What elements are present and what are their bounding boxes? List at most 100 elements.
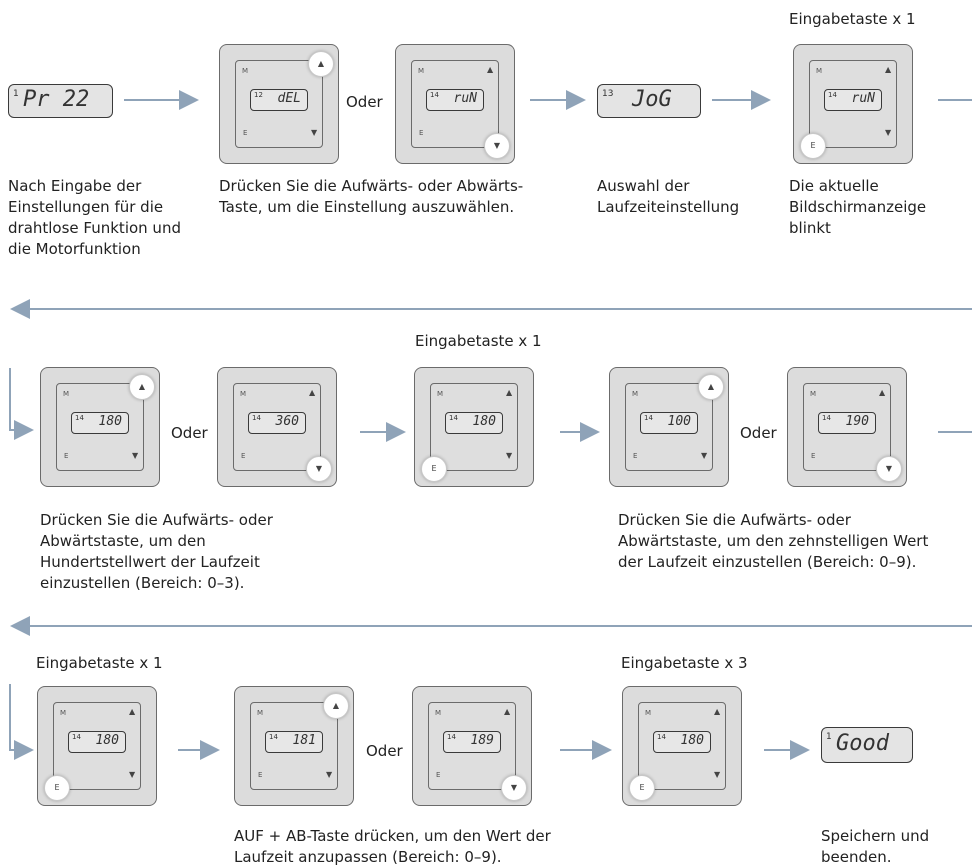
device-panel-run-b: M ▲ ▼ 14 ruN E: [793, 44, 913, 164]
oder-label: Oder: [171, 424, 208, 442]
device-screen: 14 ruN: [824, 89, 882, 111]
enter-key-label: E: [436, 771, 441, 779]
up-arrow-icon: ▲: [506, 388, 513, 397]
oder-label: Oder: [346, 93, 383, 111]
screen-value: 181: [292, 733, 316, 748]
device-panel-360-down: M E ▲ 14 360 ▼: [217, 367, 337, 487]
device-panel-180-enter-x3: M ▲ ▼ 14 180 E: [622, 686, 742, 806]
device-screen: 14 180: [71, 412, 129, 434]
screen-sup: 14: [644, 414, 653, 422]
mode-key-label: M: [810, 390, 817, 398]
caption-adjust: AUF + AB-Taste drücken, um den Wert der …: [234, 827, 551, 866]
enter-key-label: E: [241, 452, 246, 460]
down-arrow-icon: ▼: [510, 783, 518, 792]
caption-step3: Auswahl der Laufzeiteinstellung: [597, 177, 740, 216]
device-panel-189-down: M E ▲ 14 189 ▼: [412, 686, 532, 806]
enter-key-icon: E: [54, 783, 60, 792]
down-button-highlight[interactable]: ▼: [306, 456, 332, 482]
caption-tens: Drücken Sie die Aufwärts- oder Abwärtsta…: [618, 511, 929, 571]
down-arrow-icon: ▼: [506, 451, 513, 460]
display-value: JoG: [632, 87, 672, 112]
mode-key-label: M: [418, 67, 425, 75]
device-screen: 12 dEL: [250, 89, 308, 111]
caption-step4: Die aktuelle Bildschirmanzeige blinkt: [789, 177, 927, 237]
down-button-highlight[interactable]: ▼: [501, 775, 527, 801]
device-screen: 14 360: [248, 412, 306, 434]
screen-sup: 14: [430, 91, 439, 99]
down-button-highlight[interactable]: ▼: [484, 133, 510, 159]
mode-key-label: M: [435, 709, 442, 717]
display-sup: 13: [602, 89, 614, 99]
enter-key-label: E: [811, 452, 816, 460]
device-panel-180-enter: M ▲ ▼ 14 180 E: [37, 686, 157, 806]
up-arrow-icon: ▲: [129, 707, 136, 716]
screen-sup: 14: [72, 733, 81, 741]
display-good: 1 Good: [821, 727, 913, 763]
down-arrow-icon: ▼: [129, 770, 136, 779]
screen-value: 190: [845, 414, 869, 429]
up-arrow-icon: ▲: [317, 59, 325, 68]
screen-value: 360: [275, 414, 299, 429]
caption-hundreds: Drücken Sie die Aufwärts- oder Abwärtsta…: [40, 511, 273, 592]
device-screen: 14 190: [818, 412, 876, 434]
mode-key-label: M: [63, 390, 70, 398]
enter-key-x3-label: Eingabetaste x 3: [621, 654, 748, 672]
enter-key-x1-label: Eingabetaste x 1: [36, 654, 163, 672]
enter-key-label: E: [258, 771, 263, 779]
device-panel-180-up: M E ▼ 14 180 ▲: [40, 367, 160, 487]
enter-key-icon: E: [810, 141, 816, 150]
device-screen: 14 100: [640, 412, 698, 434]
mode-key-label: M: [257, 709, 264, 717]
down-arrow-icon: ▼: [885, 464, 893, 473]
enter-key-label: E: [64, 452, 69, 460]
device-panel-180-enter: M ▲ ▼ 14 180 E: [414, 367, 534, 487]
mode-key-label: M: [816, 67, 823, 75]
up-button-highlight[interactable]: ▲: [323, 693, 349, 719]
screen-value: dEL: [277, 91, 301, 106]
device-screen: 14 180: [653, 731, 711, 753]
device-panel-181-up: M E ▼ 14 181 ▲: [234, 686, 354, 806]
up-arrow-icon: ▲: [309, 388, 316, 397]
display-value: Good: [836, 731, 889, 756]
caption-step1: Nach Eingabe der Einstellungen für die d…: [8, 177, 181, 258]
down-arrow-icon: ▼: [493, 141, 501, 150]
enter-button-highlight[interactable]: E: [421, 456, 447, 482]
enter-button-highlight[interactable]: E: [44, 775, 70, 801]
enter-button-highlight[interactable]: E: [629, 775, 655, 801]
up-arrow-icon: ▲: [332, 701, 340, 710]
enter-key-label: E: [419, 129, 424, 137]
up-arrow-icon: ▲: [707, 382, 715, 391]
screen-sup: 14: [449, 414, 458, 422]
device-panel-run-a: M E ▲ 14 ruN ▼: [395, 44, 515, 164]
up-button-highlight[interactable]: ▲: [308, 51, 334, 77]
oder-label: Oder: [740, 424, 777, 442]
screen-value: 189: [470, 733, 494, 748]
device-panel-100-up: M E ▼ 14 100 ▲: [609, 367, 729, 487]
screen-value: 180: [472, 414, 496, 429]
screen-value: ruN: [453, 91, 477, 106]
device-screen: 14 ruN: [426, 89, 484, 111]
device-panel-del: M E ▼ 12 dEL ▲: [219, 44, 339, 164]
mode-key-label: M: [437, 390, 444, 398]
down-arrow-icon: ▼: [885, 128, 892, 137]
device-panel-190-down: M E ▲ 14 190 ▼: [787, 367, 907, 487]
enter-key-x1-label: Eingabetaste x 1: [789, 10, 916, 28]
mode-key-label: M: [632, 390, 639, 398]
enter-button-highlight[interactable]: E: [800, 133, 826, 159]
up-arrow-icon: ▲: [487, 65, 494, 74]
up-arrow-icon: ▲: [714, 707, 721, 716]
down-arrow-icon: ▼: [315, 464, 323, 473]
mode-key-label: M: [240, 390, 247, 398]
oder-label: Oder: [366, 742, 403, 760]
display-sup: 1: [826, 732, 832, 742]
device-screen: 14 181: [265, 731, 323, 753]
display-jog: 13 JoG: [597, 84, 701, 118]
up-button-highlight[interactable]: ▲: [129, 374, 155, 400]
down-button-highlight[interactable]: ▼: [876, 456, 902, 482]
enter-key-icon: E: [639, 783, 645, 792]
up-button-highlight[interactable]: ▲: [698, 374, 724, 400]
screen-value: 180: [95, 733, 119, 748]
down-arrow-icon: ▼: [701, 451, 708, 460]
screen-value: ruN: [851, 91, 875, 106]
